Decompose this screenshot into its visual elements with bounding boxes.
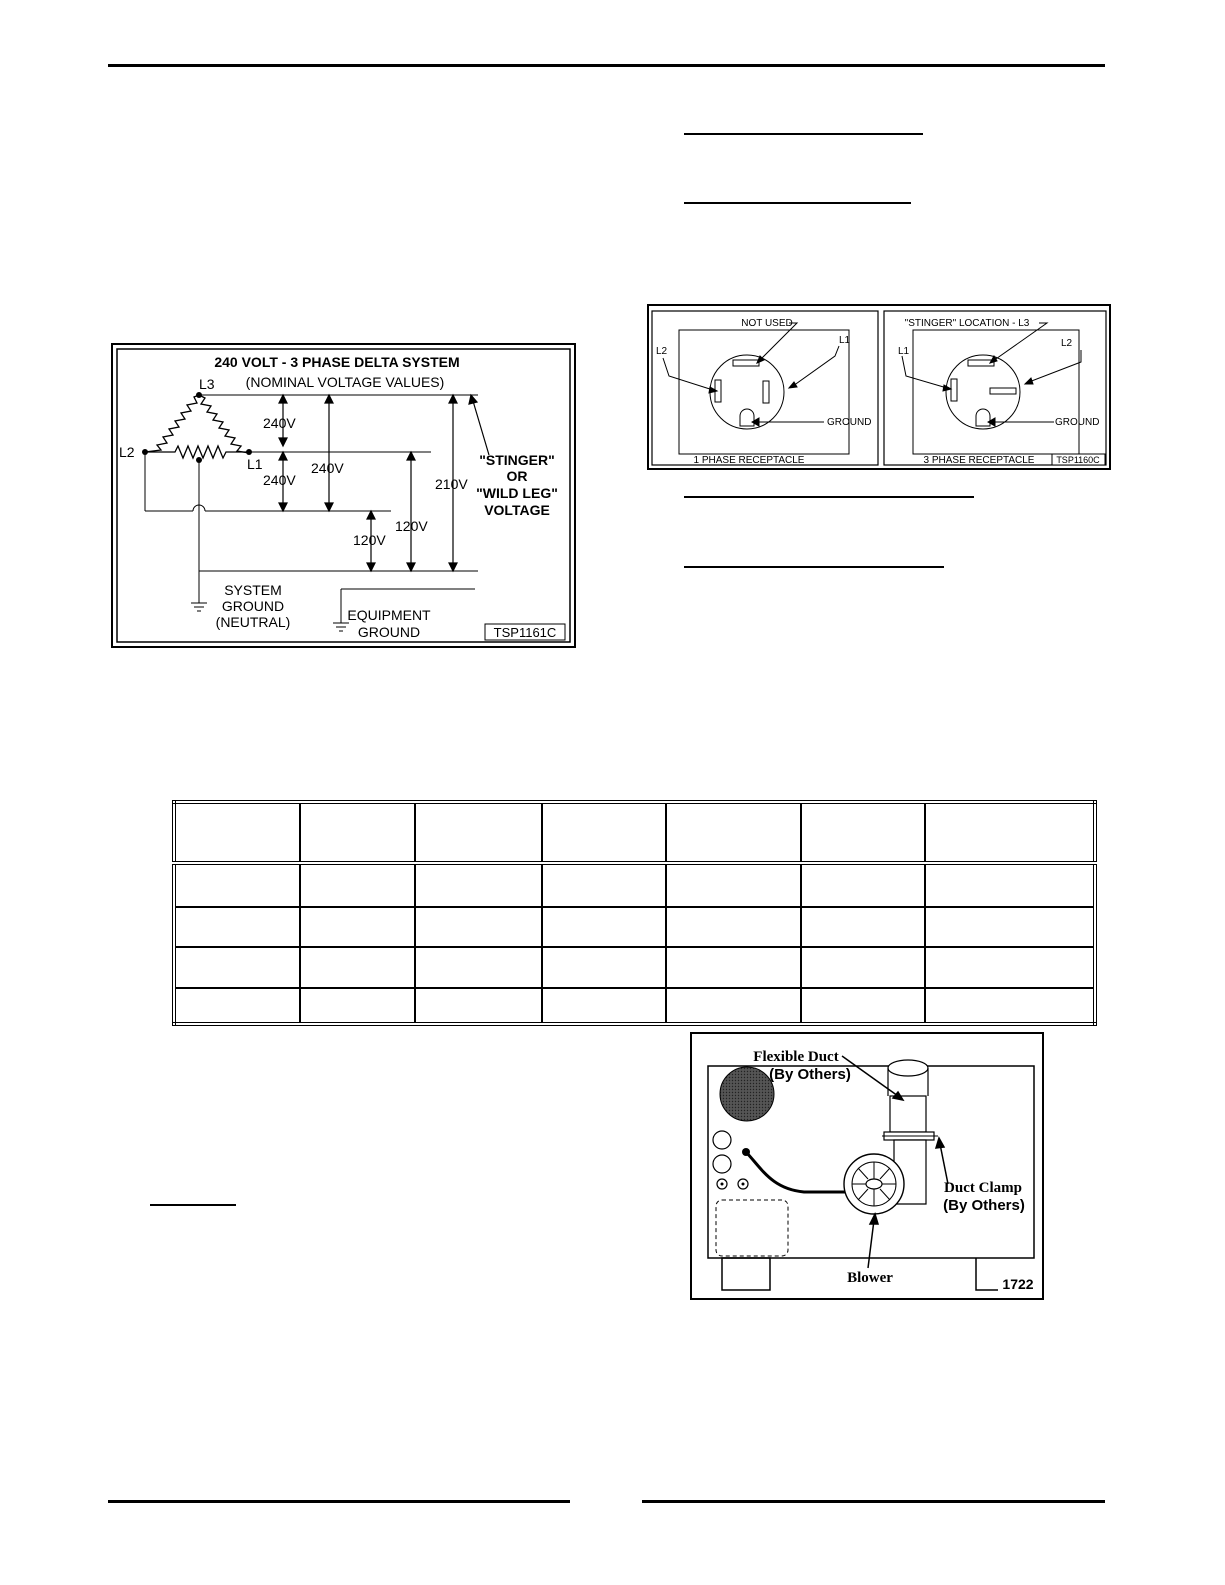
table-cell	[665, 986, 802, 1026]
header-rule	[108, 64, 1105, 67]
voltage-120-b: 120V	[395, 518, 428, 534]
voltage-240-a: 240V	[263, 415, 296, 431]
table-cell	[298, 986, 417, 1026]
heading-underline	[684, 202, 911, 204]
footer-rule-left	[108, 1500, 570, 1503]
duct-clamp-label-1: Duct Clamp	[944, 1180, 1022, 1196]
table-cell	[799, 986, 927, 1026]
table-cell	[665, 946, 802, 989]
flexible-duct-label-2: (By Others)	[769, 1066, 851, 1083]
system-ground-label-3: (NEUTRAL)	[216, 614, 291, 630]
single-phase-ground: GROUND	[827, 417, 871, 428]
table-cell	[298, 905, 417, 949]
receptacle-figure: NOT USED L1 L2 GROUND 1 PHASE RECEPTACLE…	[647, 304, 1111, 470]
table-cell	[173, 861, 301, 908]
equipment-ground-label-1: EQUIPMENT	[347, 607, 431, 623]
single-phase-l2: L2	[656, 346, 668, 357]
table-cell	[414, 986, 543, 1026]
heading-underline	[684, 566, 944, 568]
single-phase-l1: L1	[839, 335, 851, 346]
table-cell	[924, 986, 1096, 1026]
blower-figure: Flexible Duct (By Others) Duct Clamp (By…	[690, 1032, 1044, 1300]
voltage-210: 210V	[435, 476, 468, 492]
table-cell	[173, 905, 301, 949]
table-cell	[924, 861, 1096, 908]
table-cell	[799, 946, 927, 989]
delta-figure-code: TSP1161C	[494, 625, 557, 640]
table-cell	[173, 801, 301, 865]
table-cell	[298, 946, 417, 989]
table-cell	[540, 801, 668, 865]
system-ground-label-2: GROUND	[222, 598, 284, 614]
delta-system-figure: 240 VOLT - 3 PHASE DELTA SYSTEM (NOMINAL…	[111, 343, 576, 648]
table-cell	[414, 905, 543, 949]
heading-underline	[150, 1204, 236, 1206]
delta-subtitle: (NOMINAL VOLTAGE VALUES)	[246, 374, 445, 390]
table-cell	[540, 986, 668, 1026]
table-cell	[799, 861, 927, 908]
table-cell	[799, 801, 927, 865]
table-cell	[540, 861, 668, 908]
three-phase-caption: 3 PHASE RECEPTACLE	[924, 455, 1035, 466]
flexible-duct-label-1: Flexible Duct	[753, 1049, 838, 1065]
l3-label: L3	[199, 376, 215, 392]
heading-underline	[684, 496, 974, 498]
three-phase-l1: L1	[898, 346, 910, 357]
table-cell	[298, 861, 417, 908]
table-cell	[665, 861, 802, 908]
duct-clamp-label-2: (By Others)	[943, 1197, 1025, 1214]
table-cell	[173, 946, 301, 989]
voltage-240-b: 240V	[263, 472, 296, 488]
table-cell	[414, 801, 543, 865]
table-cell	[924, 905, 1096, 949]
delta-title: 240 VOLT - 3 PHASE DELTA SYSTEM	[214, 354, 459, 370]
table-cell	[924, 801, 1096, 865]
table-cell	[173, 986, 301, 1026]
table-header-row	[173, 801, 1096, 865]
l2-label: L2	[119, 444, 135, 460]
voltage-240-c: 240V	[311, 460, 344, 476]
stinger-label-4: VOLTAGE	[484, 502, 550, 518]
three-phase-stinger-location: "STINGER" LOCATION - L3	[905, 318, 1030, 329]
table-row	[173, 861, 1096, 908]
table-cell	[540, 905, 668, 949]
delta-system-diagram: 240 VOLT - 3 PHASE DELTA SYSTEM (NOMINAL…	[116, 348, 571, 643]
single-phase-not-used: NOT USED	[741, 318, 793, 329]
receptacle-diagram: NOT USED L1 L2 GROUND 1 PHASE RECEPTACLE…	[651, 310, 1107, 466]
blower-figure-code: 1722	[1002, 1276, 1033, 1292]
table-row	[173, 905, 1096, 949]
table-row	[173, 946, 1096, 989]
stinger-label-1: "STINGER"	[479, 452, 555, 468]
footer-rule-right	[642, 1500, 1105, 1503]
specification-table	[172, 800, 1097, 1026]
table-cell	[665, 801, 802, 865]
heading-underline	[684, 133, 923, 135]
table-cell	[414, 946, 543, 989]
table-cell	[665, 905, 802, 949]
table-cell	[298, 801, 417, 865]
table-cell	[540, 946, 668, 989]
three-phase-ground: GROUND	[1055, 417, 1099, 428]
table-cell	[414, 861, 543, 908]
equipment-ground-label-2: GROUND	[358, 624, 420, 640]
table-cell	[924, 946, 1096, 989]
table-cell	[799, 905, 927, 949]
system-ground-label-1: SYSTEM	[224, 582, 282, 598]
l1-label: L1	[247, 456, 263, 472]
voltage-120-a: 120V	[353, 532, 386, 548]
blower-label: Blower	[847, 1270, 893, 1286]
table-row	[173, 986, 1096, 1026]
receptacle-figure-code: TSP1160C	[1056, 455, 1100, 465]
single-phase-caption: 1 PHASE RECEPTACLE	[694, 455, 805, 466]
three-phase-l2: L2	[1061, 338, 1073, 349]
stinger-label-3: "WILD LEG"	[476, 485, 558, 501]
blower-diagram: Flexible Duct (By Others) Duct Clamp (By…	[707, 1049, 1035, 1292]
stinger-label-2: OR	[507, 468, 528, 484]
